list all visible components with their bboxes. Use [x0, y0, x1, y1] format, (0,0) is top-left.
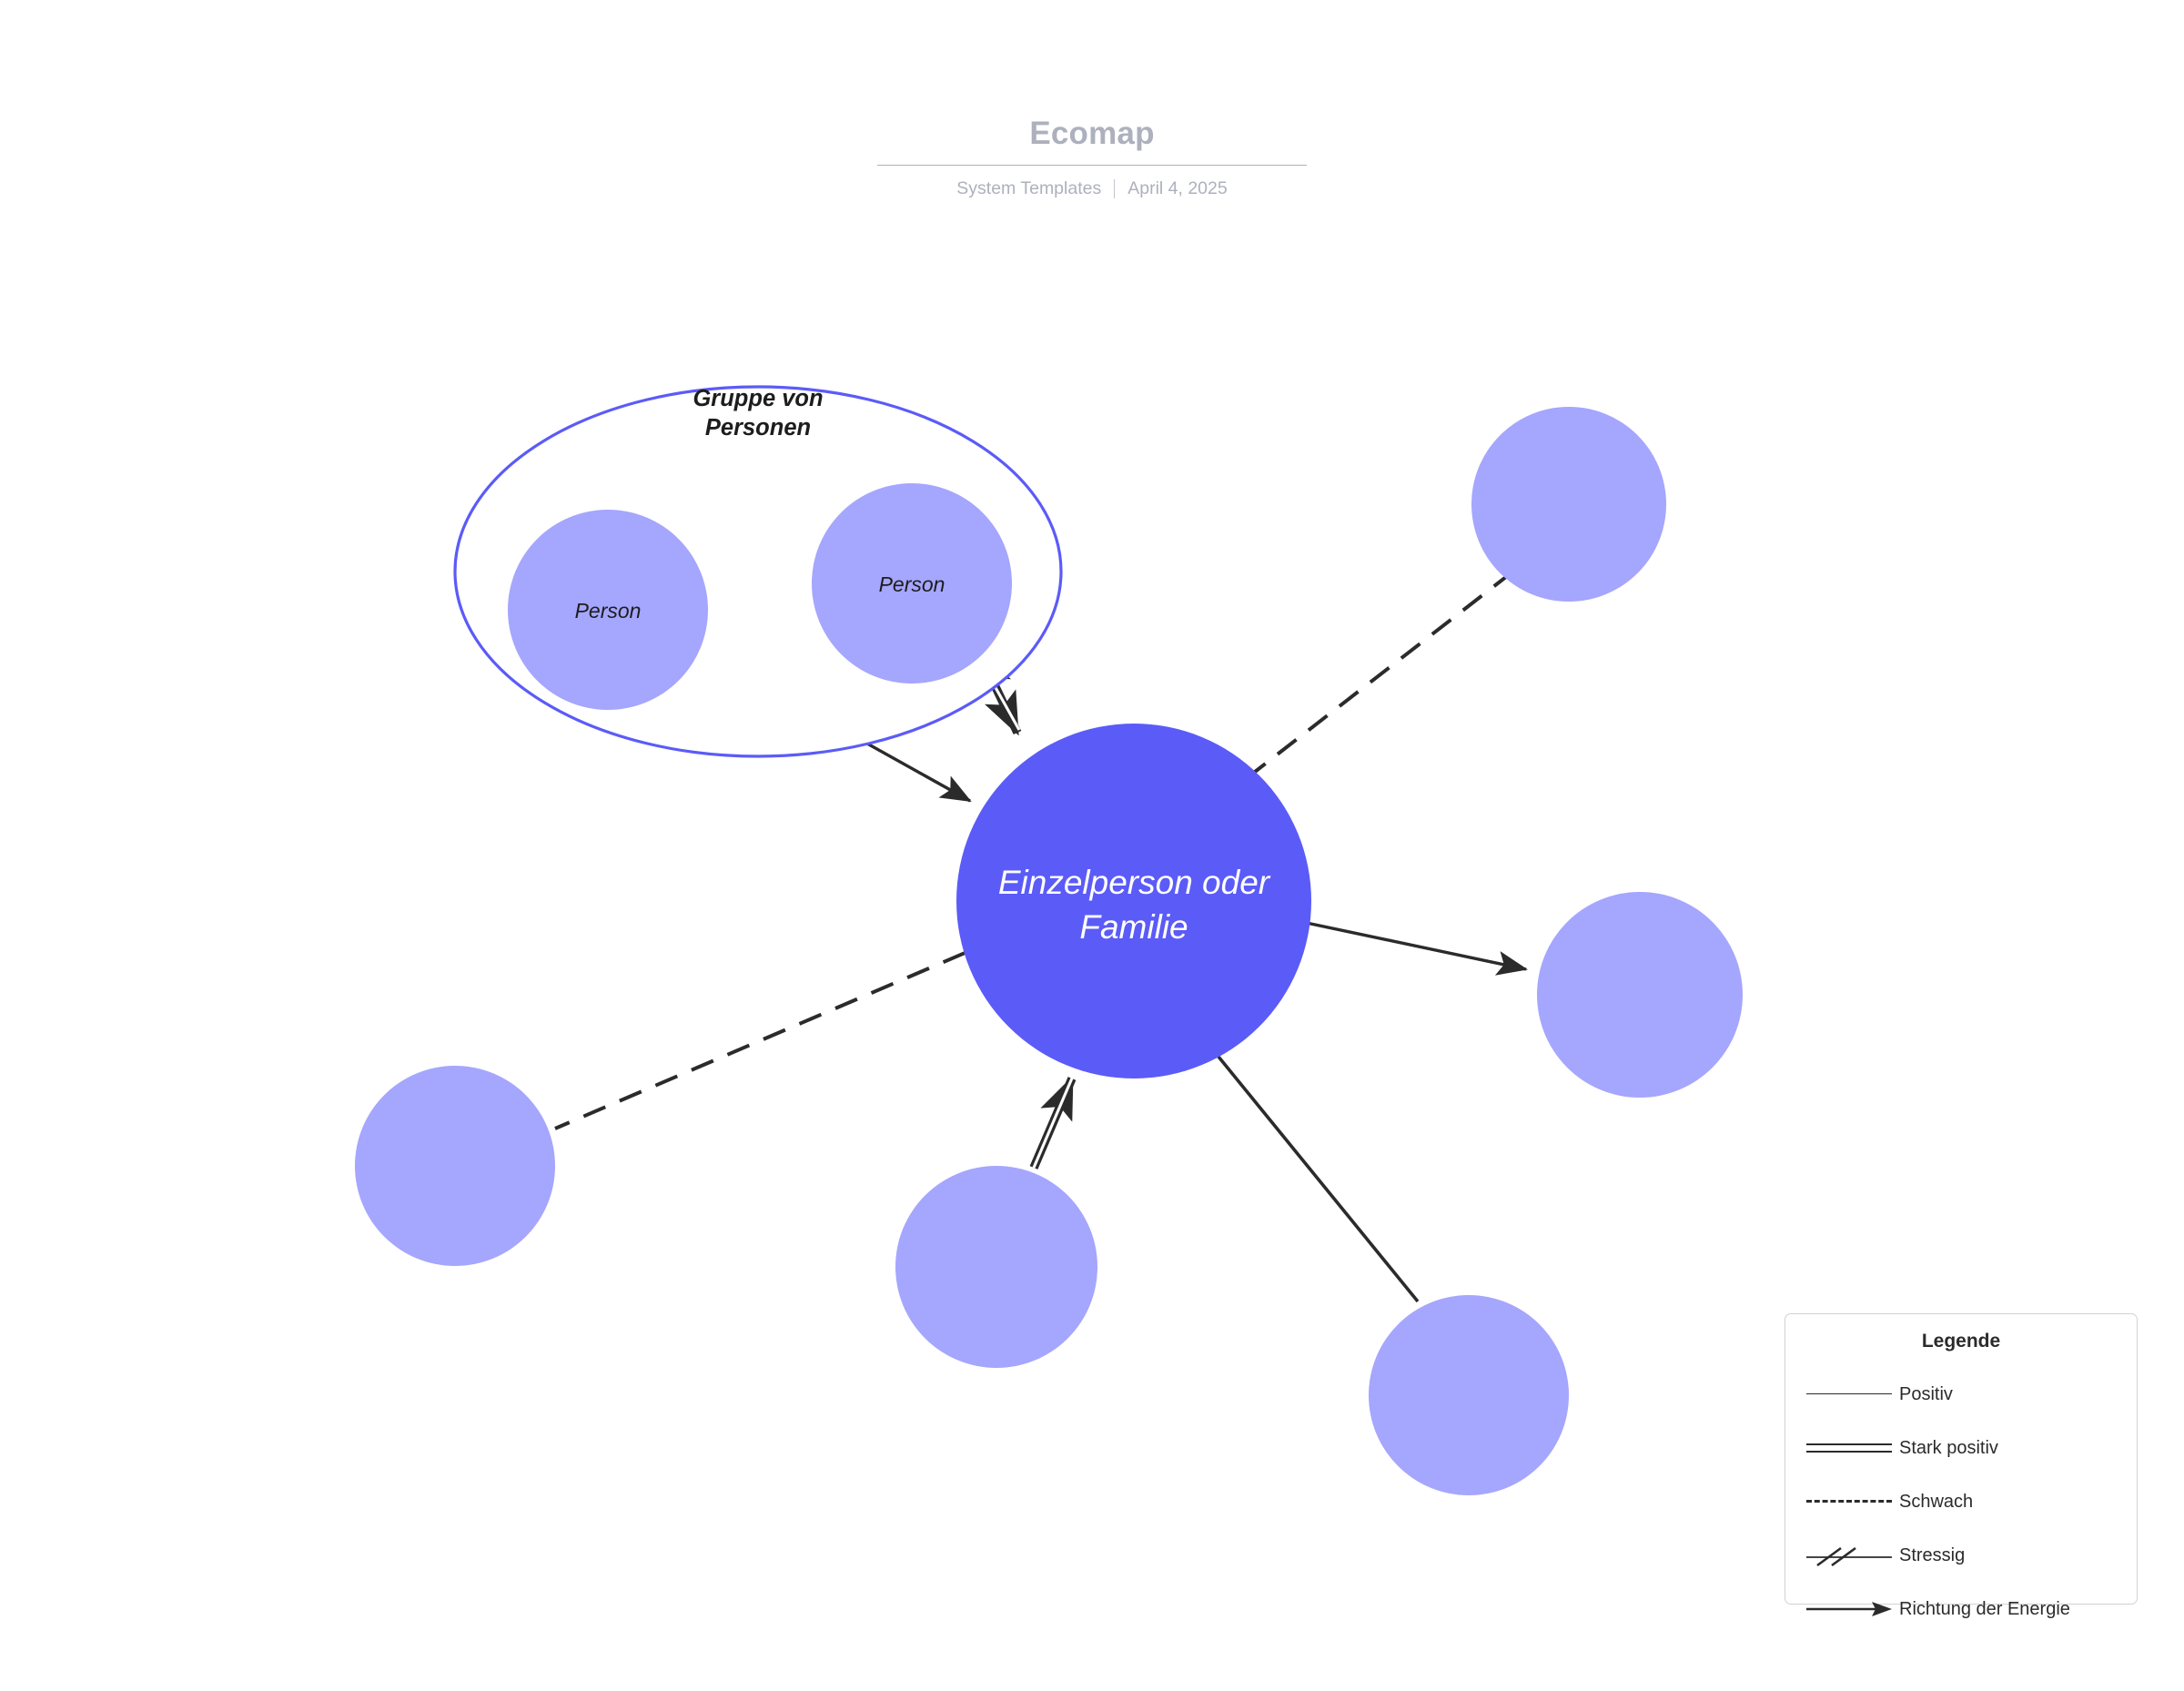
- double-line-icon: [1805, 1435, 1899, 1461]
- legend-item-positiv: Positiv: [1785, 1367, 2137, 1421]
- dashed-line-icon: [1805, 1489, 1899, 1514]
- legend-item-stark-positiv: Stark positiv: [1785, 1421, 2137, 1474]
- satellite-node-left[interactable]: [355, 1066, 555, 1266]
- arrow-line-icon: [1805, 1596, 1899, 1622]
- edge-schwach-top-right: [1245, 572, 1512, 780]
- legend-item-label: Richtung der Energie: [1899, 1598, 2070, 1619]
- group-member-person-2[interactable]: Person: [812, 483, 1012, 683]
- legend-item-label: Stressig: [1899, 1544, 1966, 1565]
- center-node-individual-or-family[interactable]: Einzelperson oder Familie: [956, 724, 1311, 1078]
- group-label-line2: Personen: [705, 415, 811, 440]
- satellite-circle: [355, 1066, 555, 1266]
- document-date: April 4, 2025: [1127, 177, 1228, 198]
- group-label-line1: Gruppe von: [693, 386, 823, 411]
- page-title: Ecomap: [1029, 116, 1155, 151]
- edge-schwach-left: [554, 936, 1002, 1130]
- legend-panel: Legende Positiv Stark positiv Schwach: [1785, 1313, 2138, 1619]
- center-label-line2: Familie: [1079, 908, 1188, 946]
- center-label-line1: Einzelperson oder: [998, 864, 1271, 901]
- edge-positiv-bottom-right: [1208, 1045, 1420, 1303]
- document-subtitle: System Templates April 4, 2025: [0, 178, 2184, 199]
- person-label: Person: [575, 599, 642, 623]
- satellite-circle: [1537, 892, 1743, 1098]
- satellite-circle: [1369, 1295, 1569, 1495]
- title-divider: [877, 164, 1307, 166]
- legend-item-richtung-der-energie: Richtung der Energie: [1785, 1582, 2137, 1635]
- satellite-node-bottom-center[interactable]: [895, 1166, 1097, 1368]
- legend-title: Legende: [1921, 1331, 2001, 1352]
- satellite-node-mid-right[interactable]: [1537, 892, 1743, 1098]
- person-circle: [812, 483, 1012, 683]
- edge-stark-positiv-bottom: [1029, 1073, 1077, 1170]
- legend-item-label: Positiv: [1899, 1383, 1953, 1404]
- legend-item-schwach: Schwach: [1785, 1474, 2137, 1528]
- person-label: Person: [879, 572, 945, 596]
- legend-item-label: Stark positiv: [1899, 1437, 1998, 1458]
- legend-item-stressig: Stressig: [1785, 1528, 2137, 1582]
- satellite-node-bottom-right[interactable]: [1369, 1295, 1569, 1495]
- solid-line-icon: [1805, 1382, 1899, 1407]
- legend-item-label: Schwach: [1899, 1491, 1974, 1512]
- document-header: Ecomap System Templates April 4, 2025: [0, 116, 2184, 199]
- satellite-node-top-right[interactable]: [1471, 407, 1666, 602]
- group-member-person-1[interactable]: Person: [508, 510, 708, 710]
- person-circle: [508, 510, 708, 710]
- satellite-circle: [1471, 407, 1666, 602]
- satellite-circle: [895, 1166, 1097, 1368]
- template-source-label: System Templates: [956, 177, 1102, 198]
- subtitle-separator: [1114, 178, 1116, 198]
- center-circle: [956, 724, 1311, 1078]
- edge-positiv-mid-right: [1301, 920, 1528, 976]
- legend-items: Positiv Stark positiv Schwach: [1785, 1367, 2137, 1635]
- slashed-line-icon: [1805, 1543, 1899, 1568]
